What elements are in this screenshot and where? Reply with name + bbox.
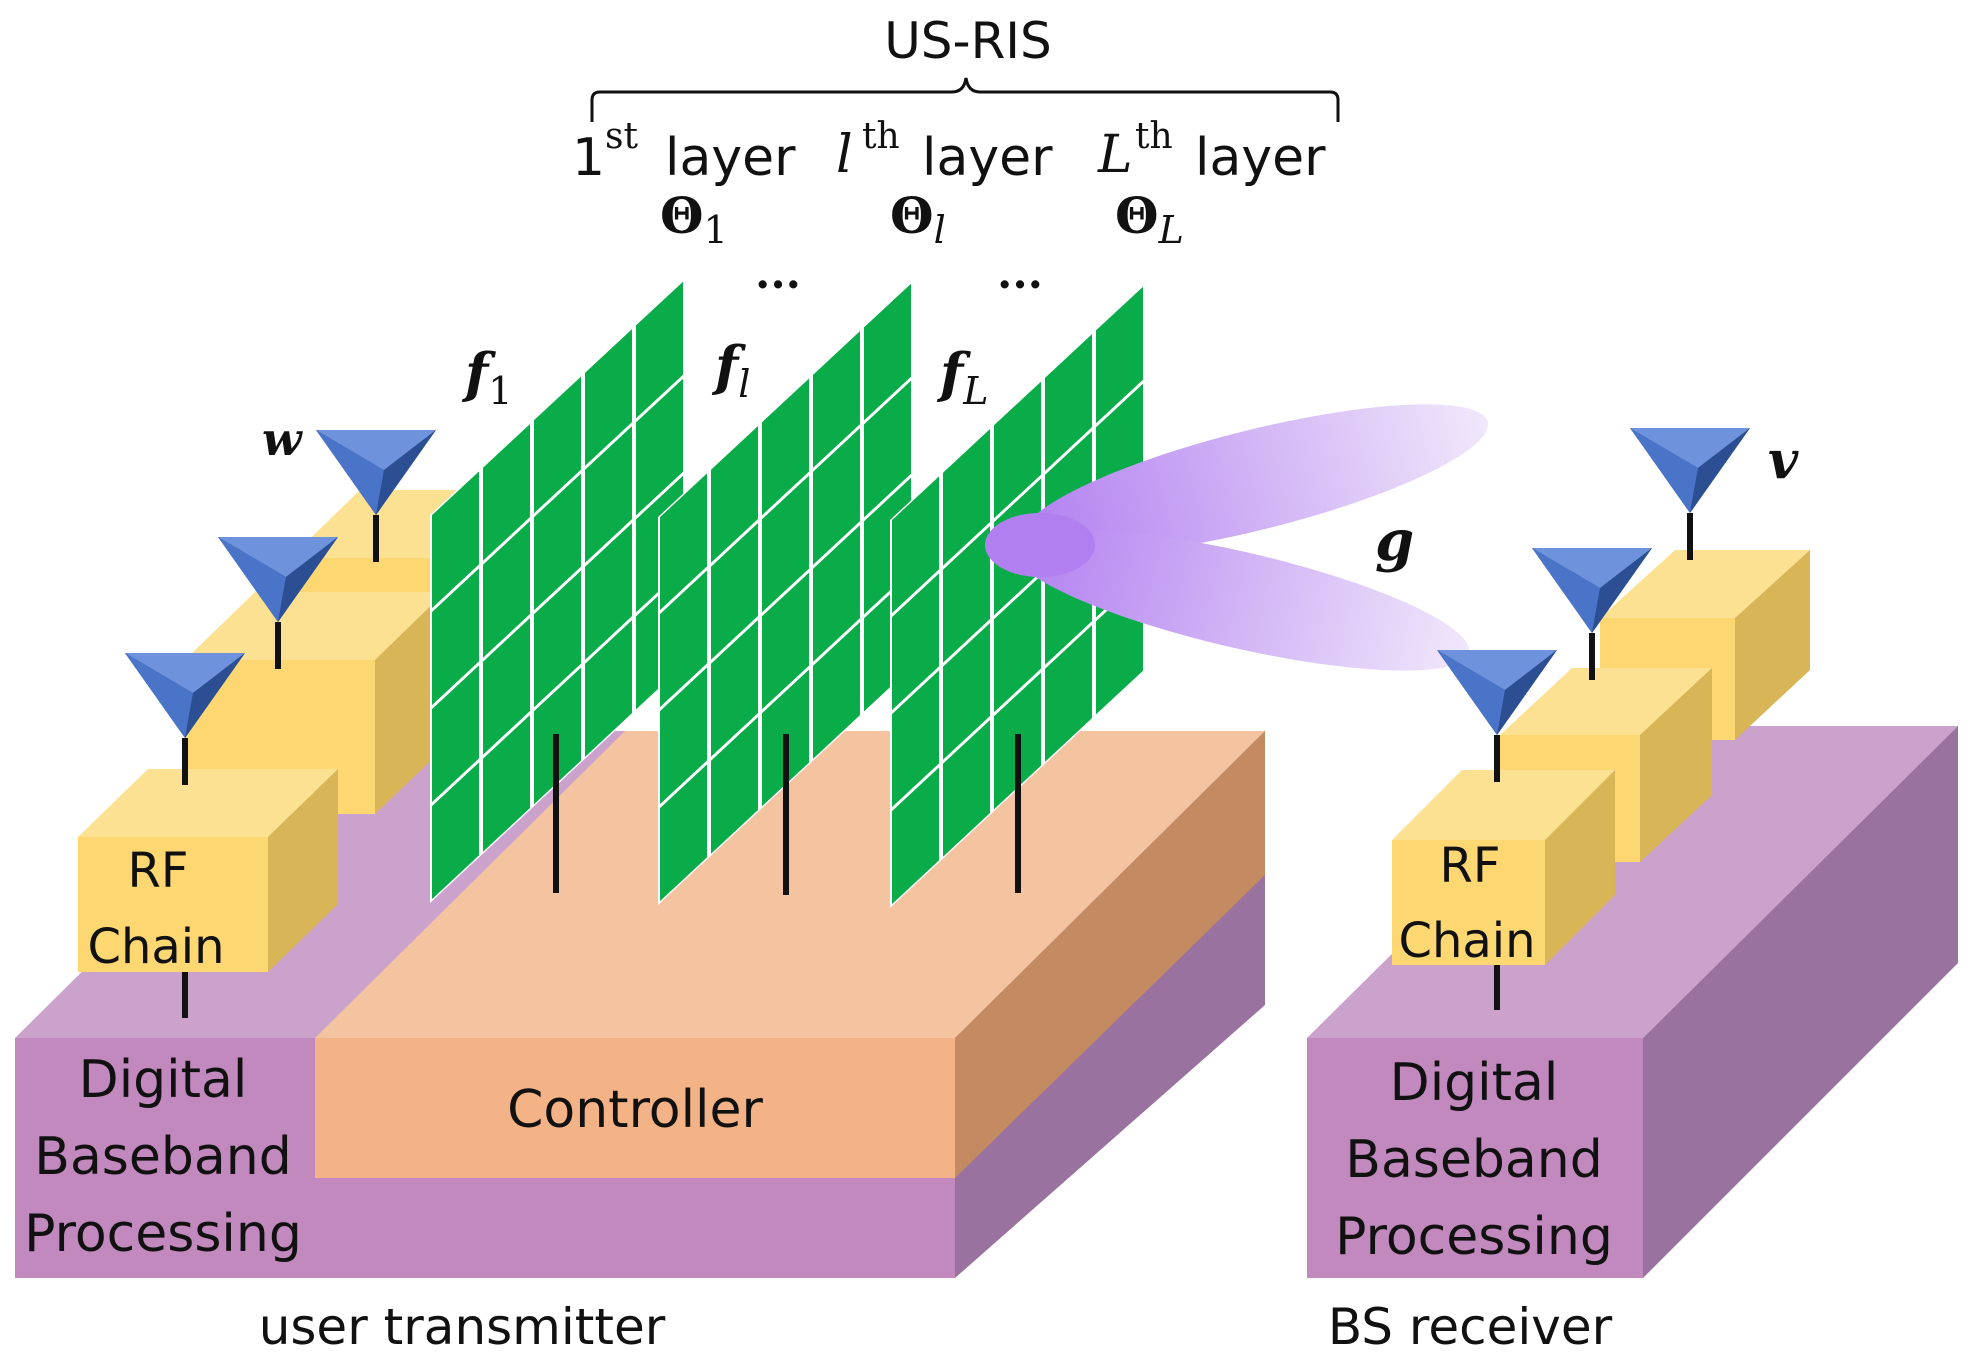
layer-l-word: layer xyxy=(922,128,1053,188)
ris-element-3-3-3 xyxy=(1045,625,1092,762)
ris-element-2-1-2 xyxy=(762,475,809,613)
controller-block: Controller xyxy=(315,731,1265,1178)
ris-element-3-1-0 xyxy=(892,573,939,711)
user-transmitter: Controller Digital Baseband Processing R… xyxy=(15,412,1265,1278)
ris-element-3-0-0 xyxy=(892,476,939,614)
beam-pattern xyxy=(985,404,1489,671)
ris-element-2-3-3 xyxy=(813,622,860,759)
ris-element-2-0-1 xyxy=(711,425,758,563)
ris-element-3-0-4 xyxy=(1096,286,1143,424)
ris-element-3-2-0 xyxy=(892,670,939,808)
transmitter-caption: user transmitter xyxy=(259,1298,666,1356)
ris-element-1-0-2 xyxy=(534,376,581,514)
ris-element-3-2-2 xyxy=(994,575,1041,713)
receiver-rf-label-line1: RF xyxy=(1440,838,1501,894)
ris-element-1-1-1 xyxy=(483,520,530,658)
ris-element-1-0-0 xyxy=(432,471,479,609)
w-symbol: w xyxy=(262,412,303,466)
receiver-antenna-3 xyxy=(1630,428,1750,560)
layer-L-number: L xyxy=(1097,125,1133,185)
v-symbol: v xyxy=(1768,430,1799,491)
ris-element-1-1-2 xyxy=(534,473,581,611)
ris-element-3-2-1 xyxy=(943,622,990,760)
ris-element-2-3-0 xyxy=(660,764,707,902)
layer-L-word: layer xyxy=(1195,128,1326,188)
receiver-dbp-line1: Digital xyxy=(1390,1053,1559,1113)
ris-element-1-2-3 xyxy=(585,523,632,660)
receiver-dbp-line2: Baseband xyxy=(1345,1130,1602,1190)
transmitter-dbp-line1: Digital xyxy=(79,1050,248,1110)
layer-L-heading: L th layer xyxy=(1097,116,1326,188)
ris-element-1-2-1 xyxy=(483,617,530,755)
ellipsis-between-layers-1: ... xyxy=(755,248,801,299)
ris-element-1-2-0 xyxy=(432,665,479,803)
ris-element-1-3-0 xyxy=(432,762,479,900)
layer-l-ordinal: th xyxy=(862,116,900,157)
receiver-dbp-line3: Processing xyxy=(1335,1207,1613,1267)
ris-element-3-0-3 xyxy=(1045,334,1092,471)
ris-element-1-3-1 xyxy=(483,714,530,852)
ris-element-2-2-3 xyxy=(813,525,860,662)
receiver-rf-chain-1: RF Chain xyxy=(1392,770,1615,969)
ris-element-1-1-3 xyxy=(585,426,632,563)
controller-label: Controller xyxy=(507,1080,763,1140)
receiver-caption: BS receiver xyxy=(1328,1298,1613,1356)
us-ris-brace xyxy=(590,77,1340,122)
fl-label: fl xyxy=(711,334,750,406)
layer-l-number: l xyxy=(836,125,853,185)
transmitter-rf-label-line1: RF xyxy=(128,843,189,899)
ris-element-2-0-0 xyxy=(660,473,707,611)
ris-element-1-0-1 xyxy=(483,423,530,561)
theta-L-label: ΘL xyxy=(1115,186,1184,252)
ris-element-3-3-1 xyxy=(943,719,990,857)
ris-element-2-1-0 xyxy=(660,570,707,708)
layer-1-heading: 1 st layer xyxy=(572,116,796,188)
ris-element-3-3-0 xyxy=(892,767,939,905)
layer-1-word: layer xyxy=(665,128,796,188)
f1-label: f1 xyxy=(461,341,512,413)
layer-1-number: 1 xyxy=(572,128,605,188)
ellipsis-between-layers-2: ... xyxy=(997,248,1043,299)
ris-element-3-1-1 xyxy=(943,525,990,663)
ris-element-1-0-3 xyxy=(585,329,632,466)
ris-element-2-2-2 xyxy=(762,572,809,710)
ris-element-2-0-4 xyxy=(864,283,911,421)
ris-layer-l xyxy=(658,279,913,905)
transmitter-rf-label-line2: Chain xyxy=(87,919,224,975)
transmitter-dbp-line3: Processing xyxy=(24,1204,302,1264)
g-symbol: g xyxy=(1375,508,1414,574)
ris-element-3-0-1 xyxy=(943,428,990,566)
ris-element-1-0-4 xyxy=(636,281,683,419)
receiver-rf-label-line2: Chain xyxy=(1398,913,1535,969)
ris-element-2-1-1 xyxy=(711,522,758,660)
bs-receiver: Digital Baseband Processing RF Chain v xyxy=(1307,428,1958,1278)
ris-element-2-3-1 xyxy=(711,716,758,854)
ris-element-2-2-0 xyxy=(660,667,707,805)
fL-label: fL xyxy=(936,341,988,413)
transmitter-rf-chain-1: RF Chain xyxy=(78,769,338,975)
layer-l-heading: l th layer xyxy=(836,116,1053,188)
layer-L-ordinal: th xyxy=(1135,116,1173,157)
transmitter-dbp-line2: Baseband xyxy=(34,1127,291,1187)
ris-element-2-2-1 xyxy=(711,619,758,757)
ris-element-3-0-2 xyxy=(994,381,1041,519)
ris-element-2-0-2 xyxy=(762,378,809,516)
ris-element-1-1-0 xyxy=(432,568,479,706)
us-ris-title: US-RIS xyxy=(884,12,1052,70)
ris-element-1-3-3 xyxy=(585,620,632,757)
ris-element-2-0-3 xyxy=(813,331,860,468)
theta-l-label: Θl xyxy=(890,186,946,252)
theta-1-label: Θ1 xyxy=(660,186,728,252)
layer-1-ordinal: st xyxy=(605,116,638,157)
ris-element-1-2-2 xyxy=(534,570,581,708)
ris-element-2-1-3 xyxy=(813,428,860,565)
ris-element-1-1-4 xyxy=(636,378,683,516)
ris-element-2-1-4 xyxy=(864,380,911,518)
